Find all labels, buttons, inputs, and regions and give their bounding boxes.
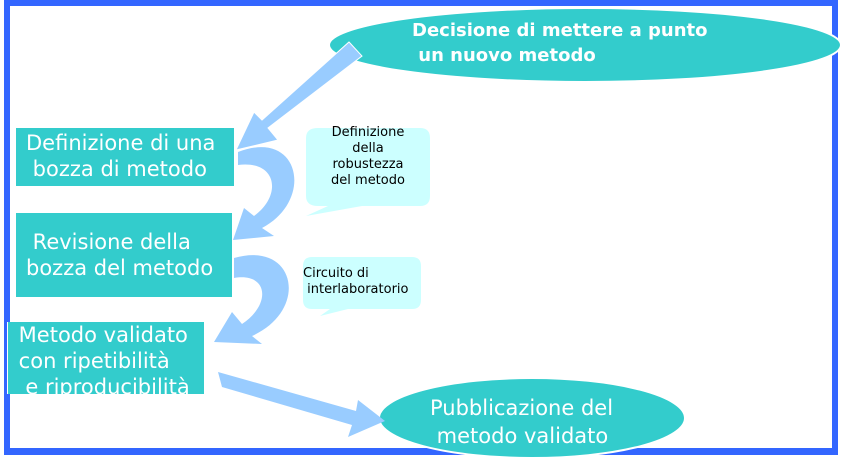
callout-robustness: Definizione della robustezza del metodo (331, 125, 405, 188)
diagram-frame (4, 0, 838, 455)
start-node-shape (328, 7, 842, 83)
arrow-draft-to-revision (233, 147, 295, 240)
arrow-revision-to-validated (214, 255, 289, 344)
draft-node: Definizione di una bozza di metodo (16, 128, 234, 186)
callout-interlab-shape (303, 257, 421, 316)
callout-robustness-shape (306, 128, 430, 216)
arrow-validated-to-publication (218, 372, 385, 437)
publication-node: Pubblicazione del metodo validato (430, 396, 614, 448)
revision-node: Revisione della bozza del metodo (16, 213, 232, 297)
start-node: Decisione di mettere a punto un nuovo me… (412, 20, 708, 66)
callout-interlab: Circuito di interlaboratorio (303, 266, 409, 297)
arrow-start-to-draft (235, 41, 363, 151)
validated-node: Metodo validato con ripetibilità e ripro… (7, 322, 204, 394)
